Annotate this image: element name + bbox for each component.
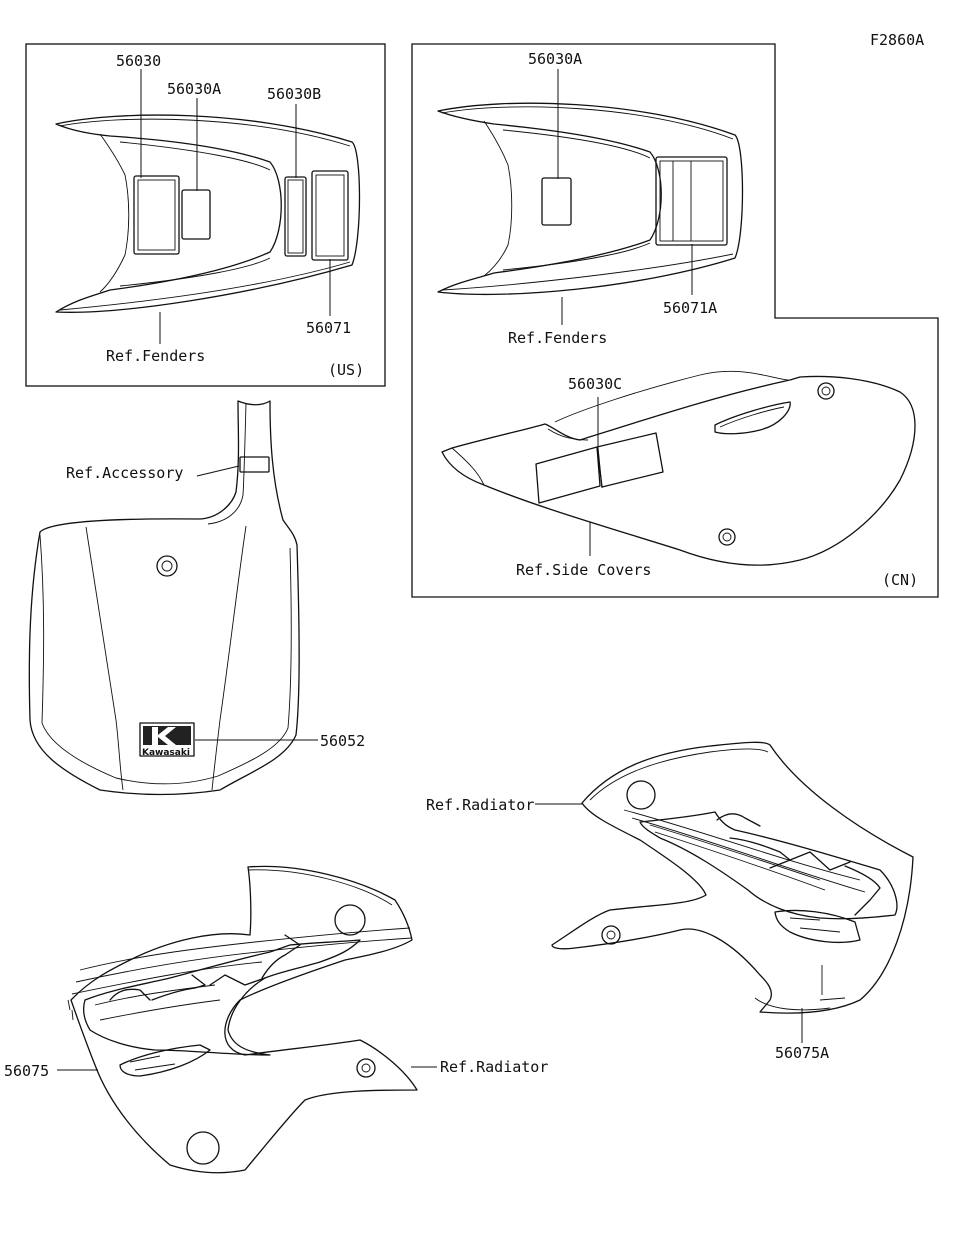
label-ref-fenders-us: Ref.Fenders <box>106 347 205 365</box>
figure-code: F2860A <box>870 31 924 49</box>
decal-56052: Kawasaki <box>139 722 195 758</box>
decal-56030 <box>133 175 180 255</box>
label-56071: 56071 <box>306 319 351 337</box>
label-ref-radiator-left: Ref.Radiator <box>440 1058 548 1076</box>
label-ref-radiator-right: Ref.Radiator <box>426 796 534 814</box>
number-plate: Kawasaki Ref.Accessory 56052 <box>28 400 365 796</box>
label-56071A: 56071A <box>663 299 717 317</box>
right-radiator-shroud: Ref.Radiator 56075A <box>426 741 914 1062</box>
label-ref-side-covers: Ref.Side Covers <box>516 561 651 579</box>
label-56030B: 56030B <box>267 85 321 103</box>
decal-56030A-cn <box>541 177 572 226</box>
decal-56030C <box>535 432 664 504</box>
label-56075A: 56075A <box>775 1044 829 1062</box>
label-ref-accessory: Ref.Accessory <box>66 464 183 482</box>
decal-56071A <box>655 156 728 246</box>
kawasaki-logo-text: Kawasaki <box>142 748 190 758</box>
label-ref-fenders-cn: Ref.Fenders <box>508 329 607 347</box>
label-56030C: 56030C <box>568 375 622 393</box>
label-56030: 56030 <box>116 52 161 70</box>
decal-accessory-ref <box>239 456 270 473</box>
cn-panel-frame <box>411 43 939 598</box>
cn-rear-fender <box>437 102 744 296</box>
label-region-us: (US) <box>328 361 364 379</box>
us-fender-panel: 56030 56030A 56030B 56071 Ref.Fenders (U… <box>25 43 386 387</box>
label-56075: 56075 <box>4 1062 49 1080</box>
decal-56071 <box>311 170 349 261</box>
side-cover <box>441 370 916 566</box>
cn-panel: 56030A 56071A Ref.Fenders 56030C Ref.Sid… <box>411 43 939 598</box>
us-panel-frame <box>25 43 386 387</box>
us-rear-fender <box>55 114 361 313</box>
label-56030A-cn: 56030A <box>528 50 582 68</box>
label-region-cn: (CN) <box>882 571 918 589</box>
label-56052: 56052 <box>320 732 365 750</box>
label-56030A-us: 56030A <box>167 80 221 98</box>
decal-56030A-us <box>181 189 211 240</box>
left-radiator-shroud: 56075 Ref.Radiator <box>4 865 548 1174</box>
